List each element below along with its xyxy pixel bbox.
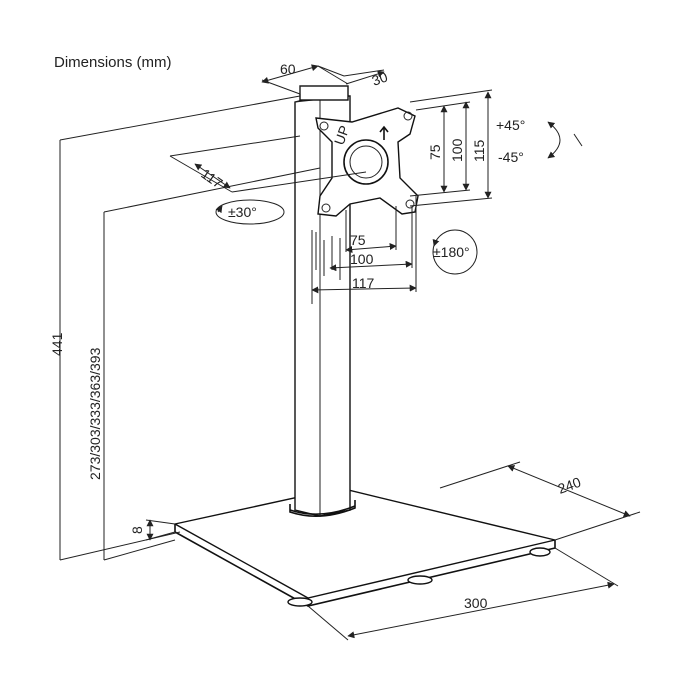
dim-post-depth: 30 bbox=[370, 68, 390, 88]
height-reference-lines bbox=[59, 95, 321, 561]
dim-plate-75: 75 bbox=[350, 232, 366, 248]
dim-adjustable-heights: 273/303/333/363/393 bbox=[87, 347, 103, 480]
vesa-plate: UP bbox=[315, 107, 419, 280]
dim-rotate: ±180° bbox=[433, 244, 470, 260]
tilt-indicator: +45° -45° bbox=[496, 117, 583, 165]
rotation-indicator: ±180° bbox=[432, 229, 478, 275]
dim-plate-100: 100 bbox=[350, 251, 374, 267]
dim-overall-height: 441 bbox=[49, 332, 65, 356]
dim-base-depth: 240 bbox=[556, 474, 584, 497]
dim-tilt-up: +45° bbox=[496, 117, 525, 133]
base-plate bbox=[173, 487, 556, 607]
dim-tilt-down: -45° bbox=[498, 149, 524, 165]
diagram-title: Dimensions (mm) bbox=[54, 54, 172, 71]
dim-vesa-115: 115 bbox=[471, 139, 487, 162]
dim-swivel: ±30° bbox=[228, 204, 257, 220]
svg-text:UP: UP bbox=[331, 123, 353, 147]
dim-plate-117: 117 bbox=[352, 275, 375, 291]
dim-post-width: 60 bbox=[280, 61, 296, 77]
dim-base-thickness: 8 bbox=[129, 526, 145, 534]
vesa-dimensions-right: 75 100 115 bbox=[409, 89, 493, 207]
base-dimensions: 240 300 bbox=[307, 461, 641, 641]
post-top-dimensions: 60 30 bbox=[261, 61, 390, 95]
vesa-dimensions-bottom: 75 100 117 bbox=[311, 196, 417, 304]
dim-vesa-75: 75 bbox=[427, 144, 443, 160]
dim-vesa-100: 100 bbox=[449, 138, 465, 162]
swivel-indicator: ±30° bbox=[215, 199, 285, 225]
dim-base-width: 300 bbox=[464, 595, 488, 611]
